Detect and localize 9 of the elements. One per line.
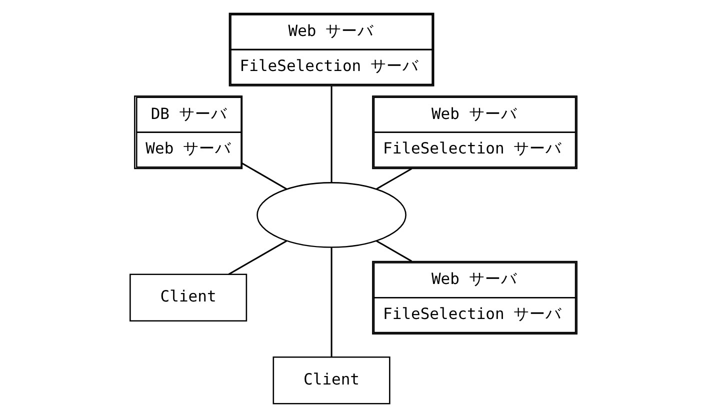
connector [228,240,287,275]
node-box: Client [272,356,390,404]
node-ellipse [256,182,406,248]
node-box: Client [130,274,248,322]
connector [376,240,412,262]
connector [242,162,287,190]
connector [376,168,412,190]
connector [330,86,332,182]
connector [330,248,332,357]
